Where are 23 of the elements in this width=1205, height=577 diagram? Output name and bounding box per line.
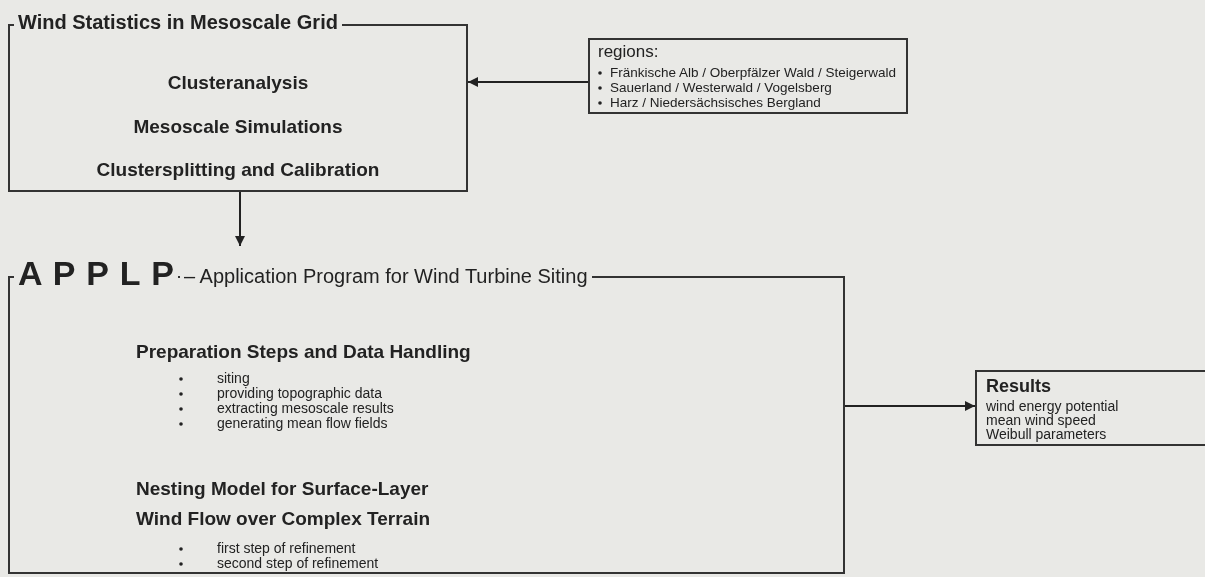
list-item: extracting mesoscale results <box>217 400 394 417</box>
list-item: Harz / Niedersächsisches Bergland <box>610 95 821 111</box>
list-item: wind energy potential <box>986 398 1119 415</box>
arrow <box>467 77 589 87</box>
section-heading: Preparation Steps and Data Handling <box>136 341 471 363</box>
box-subheading: – Application Program for Wind Turbine Siting <box>180 265 592 288</box>
list-item: second step of refinement <box>217 555 379 572</box>
step-label: Clusteranalysis <box>166 72 310 94</box>
step-label: Mesoscale Simulations <box>132 116 344 138</box>
step-label: Clustersplitting and Calibration <box>95 159 381 181</box>
list-item: Sauerland / Westerwald / Vogelsberg <box>610 80 832 96</box>
arrow <box>235 191 245 247</box>
section-heading: Nesting Model for Surface-Layer Wind Flow over Complex Terrain <box>136 477 432 532</box>
list-item: Fränkische Alb / Oberpfälzer Wald / Steigerwald <box>610 65 897 81</box>
note-box <box>588 38 908 114</box>
result-heading: Results <box>986 376 1052 397</box>
arrow <box>844 401 976 411</box>
list-item: siting <box>217 370 250 387</box>
list-item: first step of refinement <box>217 540 356 557</box>
result-box <box>975 370 1205 446</box>
list-item: generating mean flow fields <box>217 415 388 432</box>
note-heading: regions: <box>598 42 659 62</box>
list-item: providing topographic data <box>217 385 382 402</box>
